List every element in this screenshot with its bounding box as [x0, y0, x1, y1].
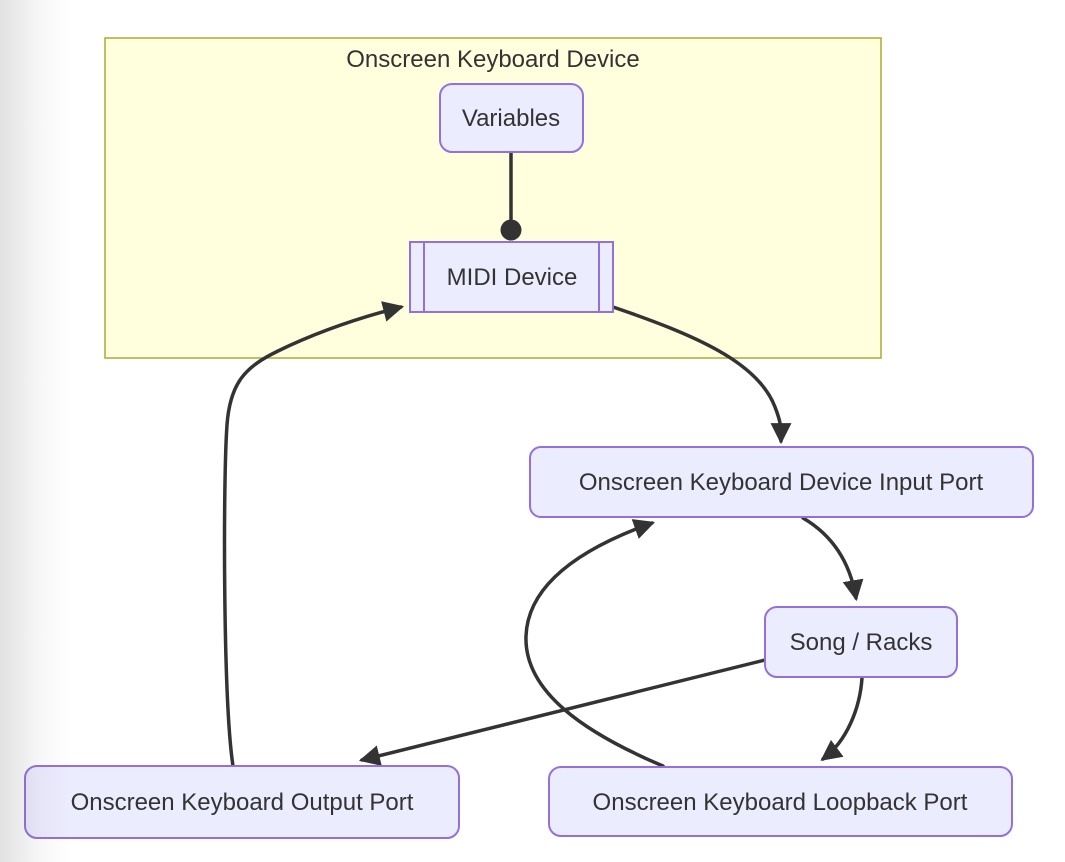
edge-output-port-to-midi-device — [222, 301, 405, 768]
node-input-port: Onscreen Keyboard Device Input Port — [529, 446, 1034, 518]
edge-dot-terminal — [500, 219, 522, 241]
node-variables-label: Variables — [462, 105, 560, 132]
edge-midi-device-to-input-port — [611, 305, 792, 445]
node-song-racks-label: Song / Racks — [790, 629, 933, 656]
node-midi-device-label: MIDI Device — [447, 264, 578, 291]
edge-input-port-to-song-racks — [801, 516, 864, 602]
node-input-port-label: Onscreen Keyboard Device Input Port — [579, 469, 984, 496]
edge-loopback-port-to-input-port — [524, 519, 665, 768]
node-song-racks: Song / Racks — [764, 606, 958, 678]
node-loopback-port-label: Onscreen Keyboard Loopback Port — [593, 789, 968, 816]
node-output-port-label: Onscreen Keyboard Output Port — [71, 789, 414, 816]
node-output-port-shape — [24, 765, 460, 839]
edge-song-racks-to-loopback-port — [820, 676, 864, 761]
node-midi-device-shape — [409, 241, 614, 313]
node-loopback-port-shape — [548, 766, 1013, 837]
node-loopback-port: Onscreen Keyboard Loopback Port — [548, 766, 1013, 837]
edges-layer — [222, 150, 864, 768]
node-output-port: Onscreen Keyboard Output Port — [24, 765, 460, 839]
node-input-port-shape — [529, 446, 1034, 518]
subgraph-title: Onscreen Keyboard Device — [346, 46, 639, 73]
node-song-racks-shape — [764, 606, 958, 678]
node-midi-device: MIDI Device — [409, 241, 614, 313]
node-variables-shape — [439, 83, 584, 153]
node-variables: Variables — [439, 83, 584, 153]
